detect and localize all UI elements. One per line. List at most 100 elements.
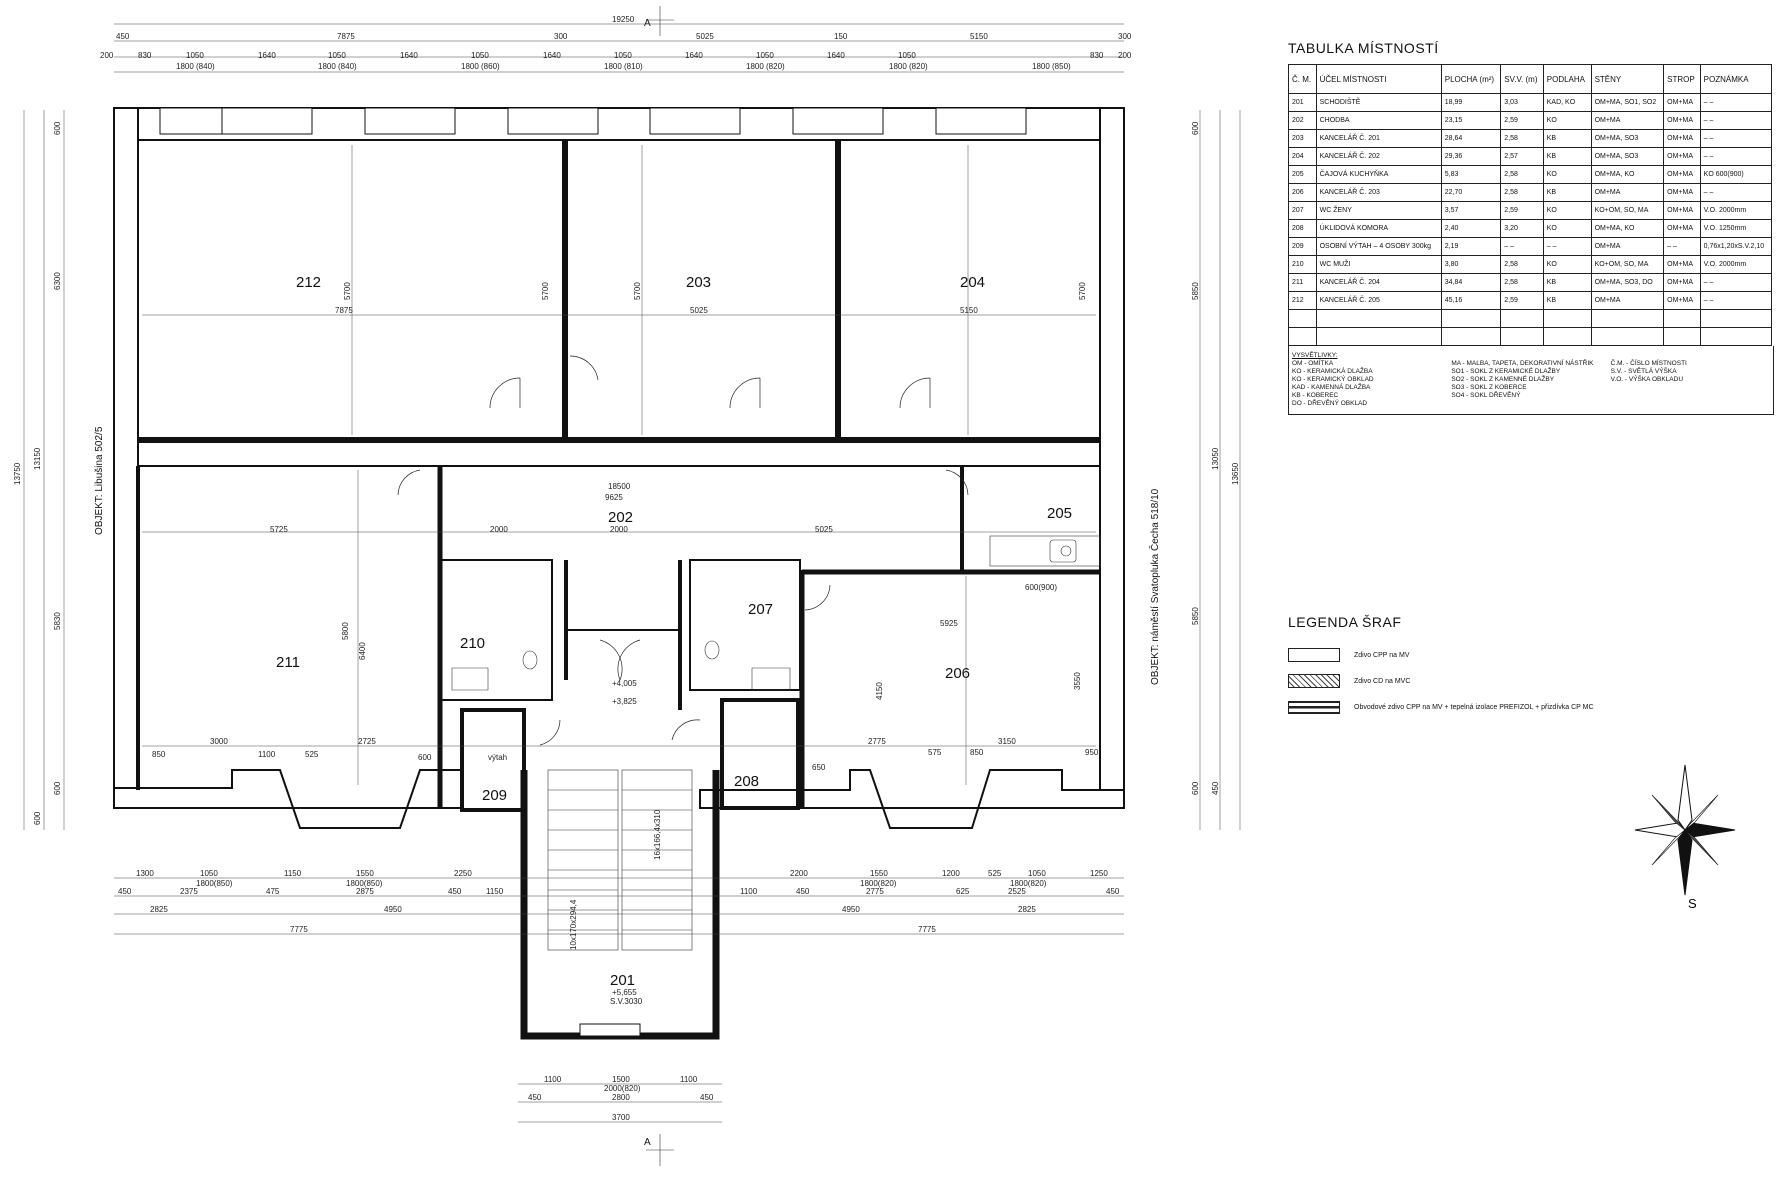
svg-text:1050: 1050 <box>1028 869 1046 878</box>
svg-text:525: 525 <box>305 750 319 759</box>
svg-text:19250: 19250 <box>612 15 635 24</box>
svg-text:830: 830 <box>1090 51 1104 60</box>
table-cell: OM+MA, SO1, SO2 <box>1590 93 1665 112</box>
svg-text:9625: 9625 <box>605 493 623 502</box>
room-202: 202 <box>608 509 633 526</box>
svg-text:1800 (810): 1800 (810) <box>604 62 643 71</box>
hatch-legend-title: LEGENDA ŠRAF <box>1288 614 1402 630</box>
svg-text:625: 625 <box>956 887 970 896</box>
table-cell: 203 <box>1288 129 1317 148</box>
table-cell: KB <box>1542 273 1592 292</box>
hatch-item: Zdivo CD na MVC <box>1288 668 1728 694</box>
table-cell: KB <box>1542 291 1592 310</box>
svg-text:1550: 1550 <box>356 869 374 878</box>
room-206: 206 <box>945 665 970 682</box>
svg-text:850: 850 <box>152 750 166 759</box>
table-cell: 45,16 <box>1440 291 1502 310</box>
table-cell: OM+MA, SO3 <box>1590 129 1665 148</box>
svg-text:5150: 5150 <box>970 32 988 41</box>
legend-line: SO2 - SOKL Z KAMENNÉ DLAŽBY <box>1451 376 1555 383</box>
table-cell: OM+MA <box>1663 165 1701 184</box>
table-cell: OM+MA <box>1663 255 1701 274</box>
room-table-title: TABULKA MÍSTNOSTÍ <box>1288 40 1439 56</box>
svg-text:1800(850): 1800(850) <box>196 879 233 888</box>
table-cell: OM+MA <box>1663 111 1701 130</box>
top-dimensions: 19250 450 7875 300 5025 150 5150 300 200… <box>100 15 1132 73</box>
table-cell: – – <box>1699 93 1773 112</box>
table-cell: KO <box>1542 219 1592 238</box>
svg-text:3550: 3550 <box>1073 672 1082 690</box>
svg-text:830: 830 <box>138 51 152 60</box>
column-header: POZNÁMKA <box>1699 64 1773 94</box>
svg-text:1800(850): 1800(850) <box>346 879 383 888</box>
table-cell: KANCELÁŘ Č. 202 <box>1315 147 1442 166</box>
svg-text:5700: 5700 <box>541 282 550 300</box>
svg-text:2825: 2825 <box>150 905 168 914</box>
table-cell: 206 <box>1288 183 1317 202</box>
svg-text:1050: 1050 <box>898 51 916 60</box>
legend-line: KO - KERAMICKÝ OBKLAD <box>1292 376 1374 383</box>
svg-text:150: 150 <box>834 32 848 41</box>
svg-text:6400: 6400 <box>358 642 367 660</box>
svg-text:1050: 1050 <box>614 51 632 60</box>
room-209: 209 <box>482 787 507 804</box>
svg-text:450: 450 <box>528 1093 542 1102</box>
table-cell: 22,70 <box>1440 183 1502 202</box>
svg-text:2725: 2725 <box>358 737 376 746</box>
table-cell: OM+MA <box>1590 291 1665 310</box>
svg-text:1200: 1200 <box>942 869 960 878</box>
table-cell: KB <box>1542 183 1592 202</box>
room-guides <box>142 145 1096 785</box>
svg-text:600: 600 <box>53 121 62 135</box>
table-cell: CHODBA <box>1315 111 1442 130</box>
legend-line: SO4 - SOKL DŘEVĚNÝ <box>1451 392 1521 399</box>
table-cell: ČAJOVÁ KUCHYŇKA <box>1315 165 1442 184</box>
insulated-wall-swatch <box>1288 700 1340 714</box>
table-cell: KO+OM, SO, MA <box>1590 255 1665 274</box>
table-cell: OM+MA, SO3 <box>1590 147 1665 166</box>
right-neighbour-label: OBJEKT: náměstí Svatopluka Čecha 518/10 <box>1148 488 1161 685</box>
table-cell: – – <box>1699 273 1773 292</box>
svg-text:7875: 7875 <box>337 32 355 41</box>
table-cell: OM+MA <box>1663 273 1701 292</box>
legend-line: KB - KOBEREC <box>1292 392 1339 399</box>
table-cell: 3,80 <box>1440 255 1502 274</box>
table-cell: KO <box>1542 111 1592 130</box>
svg-text:+4,005: +4,005 <box>612 679 637 688</box>
svg-text:2375: 2375 <box>180 887 198 896</box>
hatch-item: Obvodové zdivo CPP na MV + tepelná izola… <box>1288 694 1728 720</box>
table-cell: – – <box>1699 291 1773 310</box>
legend-line: V.O. - VÝŠKA OBKLADU <box>1610 376 1684 383</box>
legend-line: MA - MALBA, TAPETA, DEKORATIVNÍ NÁSTŘIK <box>1451 360 1594 367</box>
svg-text:6300: 6300 <box>53 272 62 290</box>
table-cell: 202 <box>1288 111 1317 130</box>
room-211: 211 <box>276 654 300 671</box>
room-204: 204 <box>960 274 985 291</box>
svg-text:600: 600 <box>53 781 62 795</box>
svg-text:7775: 7775 <box>290 925 308 934</box>
table-cell: WC ŽENY <box>1315 201 1442 220</box>
column-header: PODLAHA <box>1542 64 1592 94</box>
table-cell: KB <box>1542 147 1592 166</box>
svg-text:1500: 1500 <box>612 1075 630 1084</box>
svg-text:600(900): 600(900) <box>1025 583 1057 592</box>
table-cell: 5,83 <box>1440 165 1502 184</box>
staircase: 10x170x294,4 16x166,4x310 <box>547 769 693 951</box>
svg-text:výtah: výtah <box>488 753 507 762</box>
empty-row <box>1288 327 1773 346</box>
svg-text:5025: 5025 <box>696 32 714 41</box>
table-cell: 2,40 <box>1440 219 1502 238</box>
column-header: PLOCHA (m²) <box>1440 64 1502 94</box>
table-cell: – – <box>1699 183 1773 202</box>
svg-text:575: 575 <box>928 748 942 757</box>
table-cell: 2,59 <box>1500 291 1544 310</box>
table-cell: OM+MA <box>1663 93 1701 112</box>
svg-text:600: 600 <box>1191 781 1200 795</box>
table-cell: KO 600(900) <box>1699 165 1773 184</box>
svg-text:5150: 5150 <box>960 306 978 315</box>
table-cell: 2,59 <box>1500 111 1544 130</box>
